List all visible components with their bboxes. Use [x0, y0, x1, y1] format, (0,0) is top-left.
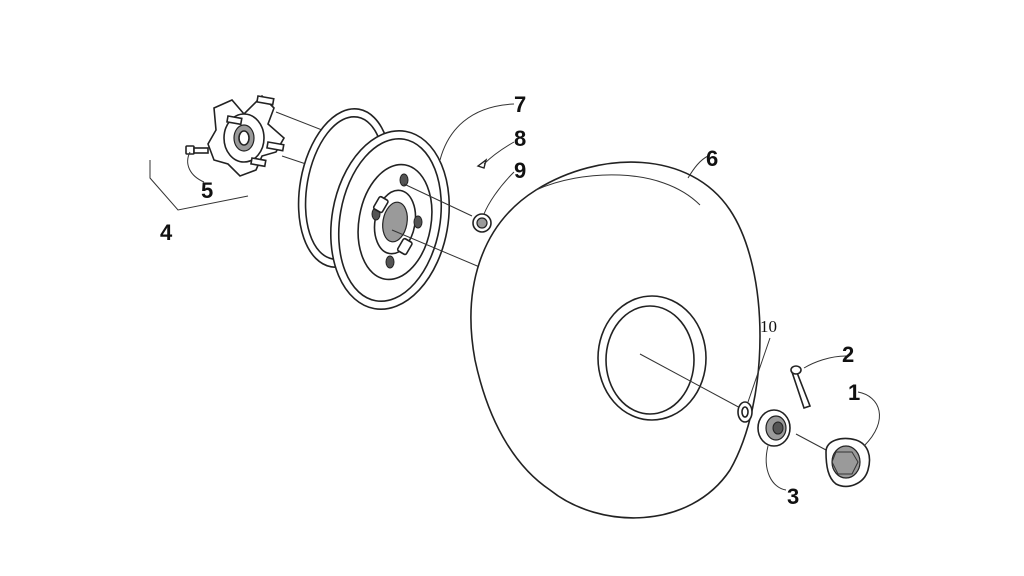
valve-stem [476, 158, 488, 169]
assembly-line [403, 183, 473, 217]
callout-leaders [187, 103, 880, 491]
wheel-stud [185, 145, 209, 155]
callout-10: 10 [760, 317, 777, 336]
hub-cap [825, 437, 871, 488]
washer [737, 401, 753, 423]
hub-studs [226, 95, 285, 168]
rim [297, 108, 451, 311]
callout-3: 3 [787, 484, 799, 509]
axle-nut [757, 409, 791, 447]
axle-line [639, 353, 745, 411]
callout-9: 9 [514, 158, 526, 183]
callout-4: 4 [160, 220, 173, 245]
assembly-line [275, 111, 323, 131]
callout-6: 6 [706, 146, 718, 171]
cotter-pin [790, 365, 812, 410]
axle-line [795, 433, 827, 451]
callout-5: 5 [201, 178, 213, 203]
callout-labels: 1 2 3 4 5 6 7 8 9 10 [160, 92, 860, 509]
lug-nut [472, 213, 492, 233]
hub-assembly [207, 94, 286, 177]
callout-1: 1 [848, 380, 860, 405]
callout-7: 7 [514, 92, 526, 117]
callout-8: 8 [514, 126, 526, 151]
assembly-line [391, 229, 483, 269]
callout-4-bracket [149, 160, 249, 211]
callout-2: 2 [842, 342, 854, 367]
tire [470, 161, 761, 519]
